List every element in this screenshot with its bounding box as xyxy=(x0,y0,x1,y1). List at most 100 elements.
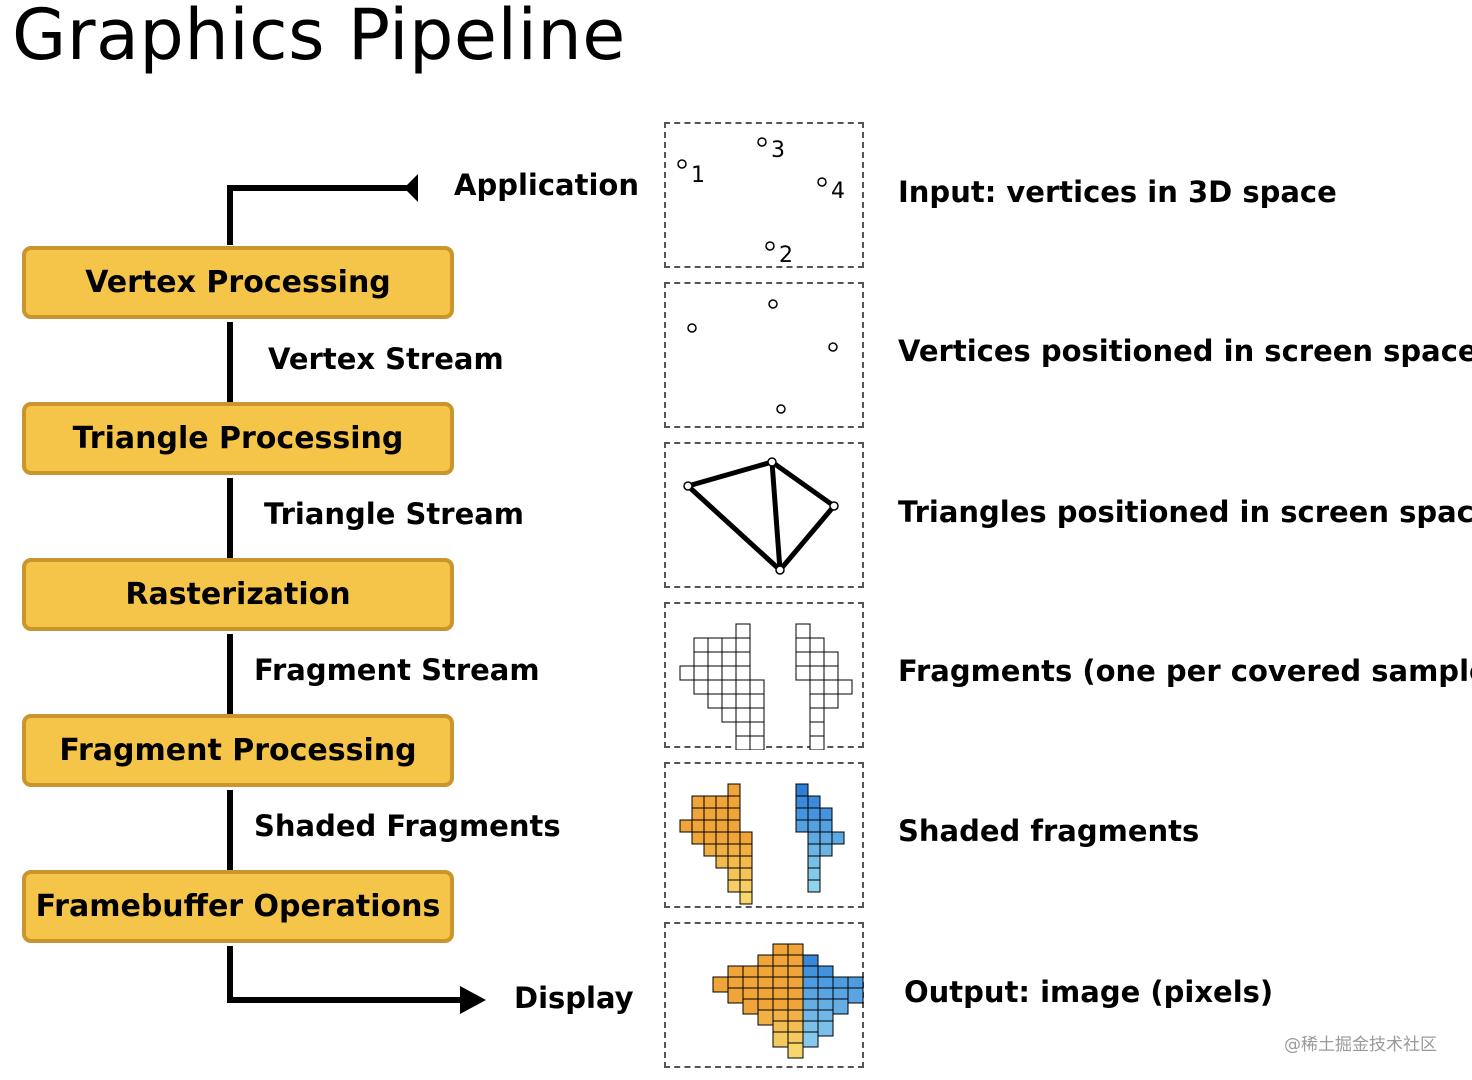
fragment-cell xyxy=(809,707,825,723)
shaded-fragment-cell xyxy=(727,843,741,857)
output-pixel xyxy=(832,998,849,1015)
shaded-fragment-cell xyxy=(795,807,809,821)
fragment-cell xyxy=(809,637,825,653)
shaded-fragment-cell xyxy=(819,831,833,845)
shaded-fragment-cell xyxy=(715,831,729,845)
shaded-fragment-cell xyxy=(727,831,741,845)
shaded-fragment-cell xyxy=(739,831,753,845)
fragment-cell xyxy=(823,651,839,667)
shaded-fragment-cell xyxy=(727,879,741,893)
vertex-label: 4 xyxy=(831,179,845,204)
fragment-cell xyxy=(823,679,839,695)
vertex-label: 2 xyxy=(779,243,793,268)
description-screen-vertices: Vertices positioned in screen space xyxy=(898,334,1472,368)
fragment-cell xyxy=(749,693,765,709)
fragment-cell xyxy=(795,665,811,681)
shaded-fragment-cell xyxy=(739,843,753,857)
fragment-cell xyxy=(795,651,811,667)
shaded-fragment-cell xyxy=(715,855,729,869)
output-pixel xyxy=(727,987,744,1004)
vertex-label: 1 xyxy=(691,163,705,188)
fragment-cell xyxy=(693,637,709,653)
shaded-fragment-cell xyxy=(807,831,821,845)
shaded-fragment-cell xyxy=(807,819,821,833)
fragment-cell xyxy=(707,651,723,667)
shaded-fragment-cell xyxy=(807,867,821,881)
shaded-fragment-cell xyxy=(795,819,809,833)
vertex-label: 3 xyxy=(771,138,785,163)
description-output: Output: image (pixels) xyxy=(904,975,1274,1009)
fragment-cell xyxy=(809,665,825,681)
shaded-fragment-cell xyxy=(795,783,809,797)
shaded-fragment-cell xyxy=(715,795,729,809)
output-pixel xyxy=(742,998,759,1015)
shaded-fragment-cell xyxy=(691,795,705,809)
fragment-cell xyxy=(795,623,811,639)
shaded-fragment-cell xyxy=(703,819,717,833)
panel-triangles xyxy=(664,442,864,588)
fragment-cell xyxy=(707,679,723,695)
label-display: Display xyxy=(514,981,634,1015)
watermark: @稀土掘金技术社区 xyxy=(1284,1035,1437,1055)
fragment-cell xyxy=(749,707,765,723)
shaded-fragment-cell xyxy=(739,891,753,905)
application-connector xyxy=(227,185,412,245)
fragment-cell xyxy=(809,651,825,667)
fragment-cell xyxy=(809,721,825,737)
stage-vertex-processing: Vertex Processing xyxy=(22,246,454,319)
shaded-fragment-cell xyxy=(819,807,833,821)
shaded-fragment-cell xyxy=(739,879,753,893)
shaded-fragment-cell xyxy=(727,783,741,797)
shaded-fragment-cell xyxy=(807,807,821,821)
fragment-cell xyxy=(735,665,751,681)
fragment-cell xyxy=(721,637,737,653)
fragment-cell xyxy=(735,651,751,667)
fragment-cell xyxy=(795,637,811,653)
vertex-point xyxy=(757,137,767,147)
label-shaded-fragments: Shaded Fragments xyxy=(254,809,561,843)
fragment-cell xyxy=(735,707,751,723)
panel-fragments xyxy=(664,602,864,750)
panel-shaded-fragments xyxy=(664,762,864,908)
vertex-point xyxy=(829,501,839,511)
display-arrowhead xyxy=(460,986,486,1014)
fragment-cell xyxy=(749,679,765,695)
label-triangle-stream: Triangle Stream xyxy=(264,497,525,531)
fragment-cell xyxy=(735,735,751,750)
fragment-cell xyxy=(721,707,737,723)
panel-output-pixels xyxy=(664,922,864,1068)
fragment-cell xyxy=(823,693,839,709)
shaded-fragment-cell xyxy=(715,807,729,821)
vertex-point xyxy=(683,481,693,491)
fragment-cell xyxy=(693,679,709,695)
fragment-cell xyxy=(823,665,839,681)
output-pixel xyxy=(772,1031,789,1048)
stage-rasterization: Rasterization xyxy=(22,558,454,631)
panel-input-vertices: 1 3 4 2 xyxy=(664,122,864,268)
fragment-cell xyxy=(809,679,825,695)
fragment-cell xyxy=(693,651,709,667)
vertex-point xyxy=(775,565,785,575)
fragment-cell xyxy=(721,651,737,667)
shaded-fragment-cell xyxy=(727,867,741,881)
shaded-fragment-cell xyxy=(715,819,729,833)
shaded-fragment-cell xyxy=(819,819,833,833)
fragment-cell xyxy=(735,679,751,695)
vertex-point xyxy=(677,159,687,169)
fragment-cell xyxy=(837,679,853,695)
output-pixel xyxy=(757,1009,774,1026)
fragment-cell xyxy=(721,693,737,709)
shaded-fragment-cell xyxy=(691,831,705,845)
panel-screen-vertices xyxy=(664,282,864,428)
fragment-cell xyxy=(707,637,723,653)
shaded-fragment-cell xyxy=(727,795,741,809)
shaded-fragment-cell xyxy=(691,807,705,821)
output-pixel xyxy=(712,976,729,993)
label-vertex-stream: Vertex Stream xyxy=(268,342,504,376)
fragment-cell xyxy=(735,623,751,639)
vertex-point xyxy=(767,457,777,467)
pipeline-connectors xyxy=(227,174,486,1014)
page-title: Graphics Pipeline xyxy=(12,0,626,76)
stage-framebuffer-operations: Framebuffer Operations xyxy=(22,870,454,943)
fragment-cell xyxy=(735,721,751,737)
